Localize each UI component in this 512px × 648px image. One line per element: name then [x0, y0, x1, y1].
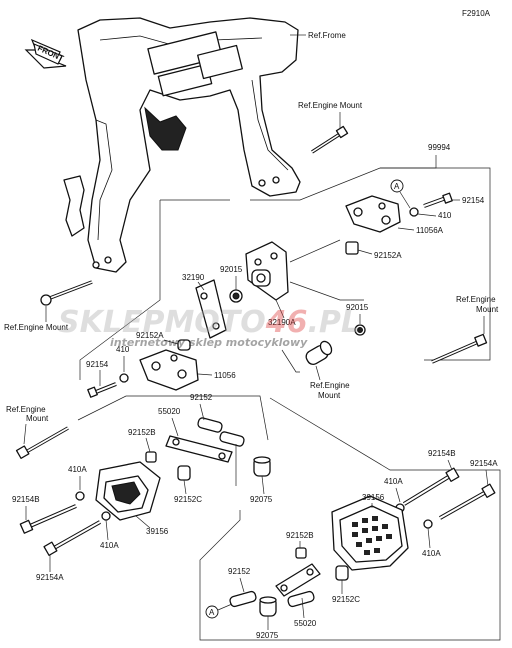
connecting-plate-55020-right — [275, 563, 321, 597]
label-39156-left: 39156 — [146, 527, 169, 536]
front-arrow-icon: FRONT — [24, 38, 67, 69]
washer-410-top — [409, 207, 419, 217]
label-92152C-left: 92152C — [174, 495, 202, 504]
label-92152B-right: 92152B — [286, 531, 314, 540]
label-92152A-upper: 92152A — [374, 251, 402, 260]
collar-92152-left — [197, 417, 245, 447]
label-92152B-left: 92152B — [128, 428, 156, 437]
rubber-92075-left — [253, 456, 271, 477]
label-92152-right: 92152 — [228, 567, 251, 576]
washer-410A-right-b — [423, 519, 433, 529]
label-55020-right: 55020 — [294, 619, 317, 628]
ref-engine-right-b: Mount — [476, 305, 499, 314]
collar-92152C-right — [335, 565, 349, 581]
collar-92152B-right — [295, 547, 307, 559]
ref-engine-left-a: Ref.Engine — [4, 323, 44, 332]
label-92154B-right: 92154B — [428, 449, 456, 458]
plate-32190 — [195, 279, 227, 339]
label-32190A: 32190A — [268, 318, 296, 327]
bolt-92154B-left — [19, 504, 77, 534]
ref-engine-right-a: Ref.Engine — [456, 295, 496, 304]
label-92154A-right: 92154A — [470, 459, 498, 468]
label-32190: 32190 — [182, 273, 205, 282]
watermark-sub: internetowy sklep motocyklowy — [110, 336, 308, 349]
bracket-11056 — [139, 339, 199, 391]
washer-410A-left-b — [101, 511, 111, 521]
bolt-top-engine-mount — [311, 125, 349, 154]
connecting-plate-55020-left — [165, 435, 233, 463]
watermark: SKLEPMOTO46.PL internetowy sklep motocyk… — [58, 305, 360, 349]
marker-a-top: A — [390, 179, 404, 193]
bracket-11056A — [345, 195, 401, 233]
svg-text:SKLEPMOTO46.PL: SKLEPMOTO46.PL — [58, 305, 360, 340]
diagram-code: F2910A — [462, 9, 491, 18]
slider-39156-left — [95, 461, 161, 521]
collar-92152B-left — [145, 451, 157, 463]
slider-39156-right — [331, 495, 409, 571]
label-92075-left: 92075 — [250, 495, 273, 504]
label-410-top: 410 — [438, 211, 452, 220]
ref-frame-label: Ref.Frome — [308, 31, 346, 40]
ref-engine-low-b: Mount — [26, 414, 49, 423]
ref-engine-center-a: Ref.Engine — [310, 381, 350, 390]
ref-engine-left-label: Ref.Engine Mount — [4, 323, 69, 332]
watermark-b: MOTO — [164, 305, 265, 340]
label-55020-left: 55020 — [158, 407, 181, 416]
label-92015-lower: 92015 — [346, 303, 369, 312]
collar-center-engine-mount — [305, 340, 333, 366]
bolt-92154A-right — [439, 483, 496, 520]
label-410A-right-b: 410A — [422, 549, 441, 558]
collar-92152A-upper — [345, 241, 359, 255]
washer-410-left — [119, 373, 129, 383]
marker-a-top-label: A — [394, 182, 400, 191]
label-92075-right: 92075 — [256, 631, 279, 640]
ref-engine-left-b: Mount — [46, 323, 69, 332]
label-11056: 11056 — [214, 371, 236, 380]
bolt-left-engine-mount — [40, 280, 93, 306]
nut-92015-upper — [229, 289, 243, 303]
bolt-low-engine-mount — [15, 426, 69, 459]
marker-a-bottom: A — [205, 605, 219, 619]
ref-engine-low-a: Ref.Engine — [6, 405, 46, 414]
watermark-c: 46 — [265, 305, 308, 340]
bolt-92154-left — [87, 382, 117, 398]
ref-engine-mount-top: Ref.Engine Mount — [298, 101, 363, 110]
frame-structure — [63, 17, 301, 273]
bolt-92154-top — [423, 192, 453, 208]
bolt-right-engine-mount — [431, 333, 488, 364]
marker-a-bottom-label: A — [209, 608, 215, 617]
label-39156-right: 39156 — [362, 493, 385, 502]
collar-92152-right — [229, 590, 315, 608]
nut-92015-lower — [354, 324, 366, 336]
rubber-92075-right — [259, 596, 277, 617]
label-410A-left-b: 410A — [100, 541, 119, 550]
label-410A-left-a: 410A — [68, 465, 87, 474]
bolt-92154A-left — [43, 520, 101, 556]
label-92154B-left: 92154B — [12, 495, 40, 504]
bolt-92154B-right — [402, 467, 460, 506]
label-92154A-left: 92154A — [36, 573, 64, 582]
label-92152A-lower: 92152A — [136, 331, 164, 340]
washer-410A-left-a — [75, 491, 85, 501]
label-410-left: 410 — [116, 345, 130, 354]
label-92152C-right: 92152C — [332, 595, 360, 604]
label-11056A: 11056A — [416, 226, 444, 235]
label-92152-left: 92152 — [190, 393, 213, 402]
collar-92152C-left — [177, 465, 191, 481]
label-99994: 99994 — [428, 143, 451, 152]
watermark-a: SKLEP — [58, 305, 164, 340]
bracket-32190A — [245, 241, 289, 301]
watermark-d: .PL — [308, 305, 361, 340]
label-92015-upper: 92015 — [220, 265, 243, 274]
label-92154-left: 92154 — [86, 360, 109, 369]
ref-engine-center-b: Mount — [318, 391, 341, 400]
label-410A-right-a: 410A — [384, 477, 403, 486]
label-92154-top: 92154 — [462, 196, 485, 205]
